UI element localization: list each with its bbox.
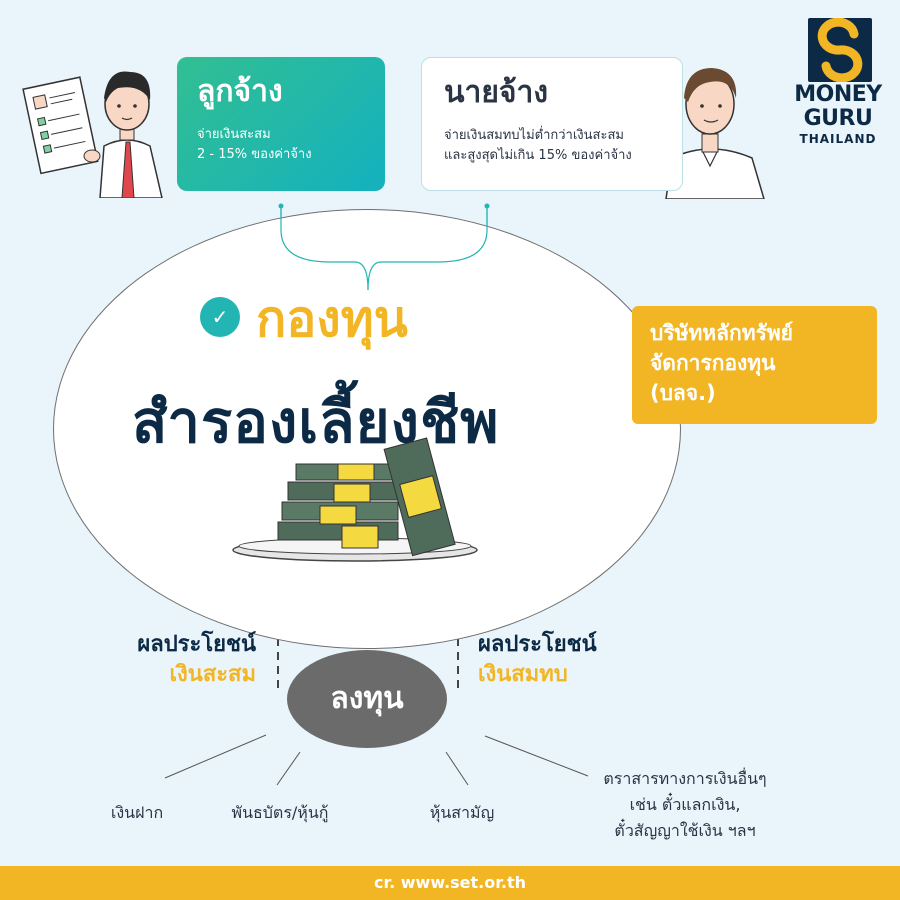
asset-other-line2: เช่น ตั๋วแลกเงิน, (629, 795, 741, 814)
logo-s-icon (817, 17, 863, 83)
employee-title: ลูกจ้าง (197, 74, 283, 109)
asset-other-line3: ตั๋วสัญญาใช้เงิน ฯลฯ (614, 821, 756, 840)
logo-mark (808, 17, 872, 83)
benefit-accumulated-line2: เงินสะสม (169, 662, 256, 687)
employer-card: นายจ้าง จ่ายเงินสมทบไม่ต่ำกว่าเงินสะสม แ… (421, 57, 683, 191)
employee-desc-line2: 2 - 15% ของค่าจ้าง (197, 147, 312, 162)
fund-title-line1: กองทุน (256, 290, 408, 348)
benefit-accumulated-line1: ผลประโยชน์ (137, 632, 256, 657)
employee-illustration (22, 71, 163, 198)
invest-node: ลงทุน (287, 650, 447, 748)
employee-card: ลูกจ้าง จ่ายเงินสะสม 2 - 15% ของค่าจ้าง (177, 57, 385, 191)
employer-desc: จ่ายเงินสมทบไม่ต่ำกว่าเงินสะสม และสูงสุด… (444, 126, 660, 166)
employer-title: นายจ้าง (444, 75, 549, 110)
asset-other-instruments: ตราสารทางการเงินอื่นๆ เช่น ตั๋วแลกเงิน, … (580, 766, 790, 844)
benefit-contribution-line1: ผลประโยชน์ (478, 632, 597, 657)
money-guru-logo: MONEY GURU THAILAND (790, 17, 886, 146)
asset-stocks: หุ้นสามัญ (429, 803, 495, 822)
benefit-accumulated: ผลประโยชน์ เงินสะสม (110, 630, 256, 690)
employer-illustration (665, 68, 765, 199)
asset-deposit: เงินฝาก (110, 803, 164, 822)
logo-word-thailand: THAILAND (799, 132, 877, 146)
logo-word-money: MONEY (794, 82, 882, 107)
logo-word-guru: GURU (803, 106, 873, 131)
asset-other-line1: ตราสารทางการเงินอื่นๆ (603, 769, 767, 788)
benefit-contribution-line2: เงินสมทบ (478, 662, 568, 687)
fund-ellipse (53, 209, 681, 649)
employer-desc-line1: จ่ายเงินสมทบไม่ต่ำกว่าเงินสะสม (444, 128, 624, 143)
check-icon: ✓ (200, 297, 240, 337)
fund-title-line2: สำรองเลี้ยงชีพ (132, 388, 500, 456)
asset-bonds: พันธบัตร/หุ้นกู้ (231, 803, 329, 822)
benefit-contribution: ผลประโยชน์ เงินสมทบ (478, 630, 648, 690)
employee-desc: จ่ายเงินสะสม 2 - 15% ของค่าจ้าง (197, 125, 365, 165)
fund-manager-line2: จัดการกองทุน (650, 351, 776, 375)
fund-manager-box: บริษัทหลักทรัพย์ จัดการกองทุน (บลจ.) (632, 306, 877, 424)
employer-desc-line2: และสูงสุดไม่เกิน 15% ของค่าจ้าง (444, 148, 632, 163)
fund-manager-line3: (บลจ.) (650, 381, 716, 405)
money-stack-icon (232, 437, 478, 562)
fund-manager-line1: บริษัทหลักทรัพย์ (650, 321, 793, 345)
employee-desc-line1: จ่ายเงินสะสม (197, 127, 271, 142)
footer-credit: cr. www.set.or.th (0, 866, 900, 900)
